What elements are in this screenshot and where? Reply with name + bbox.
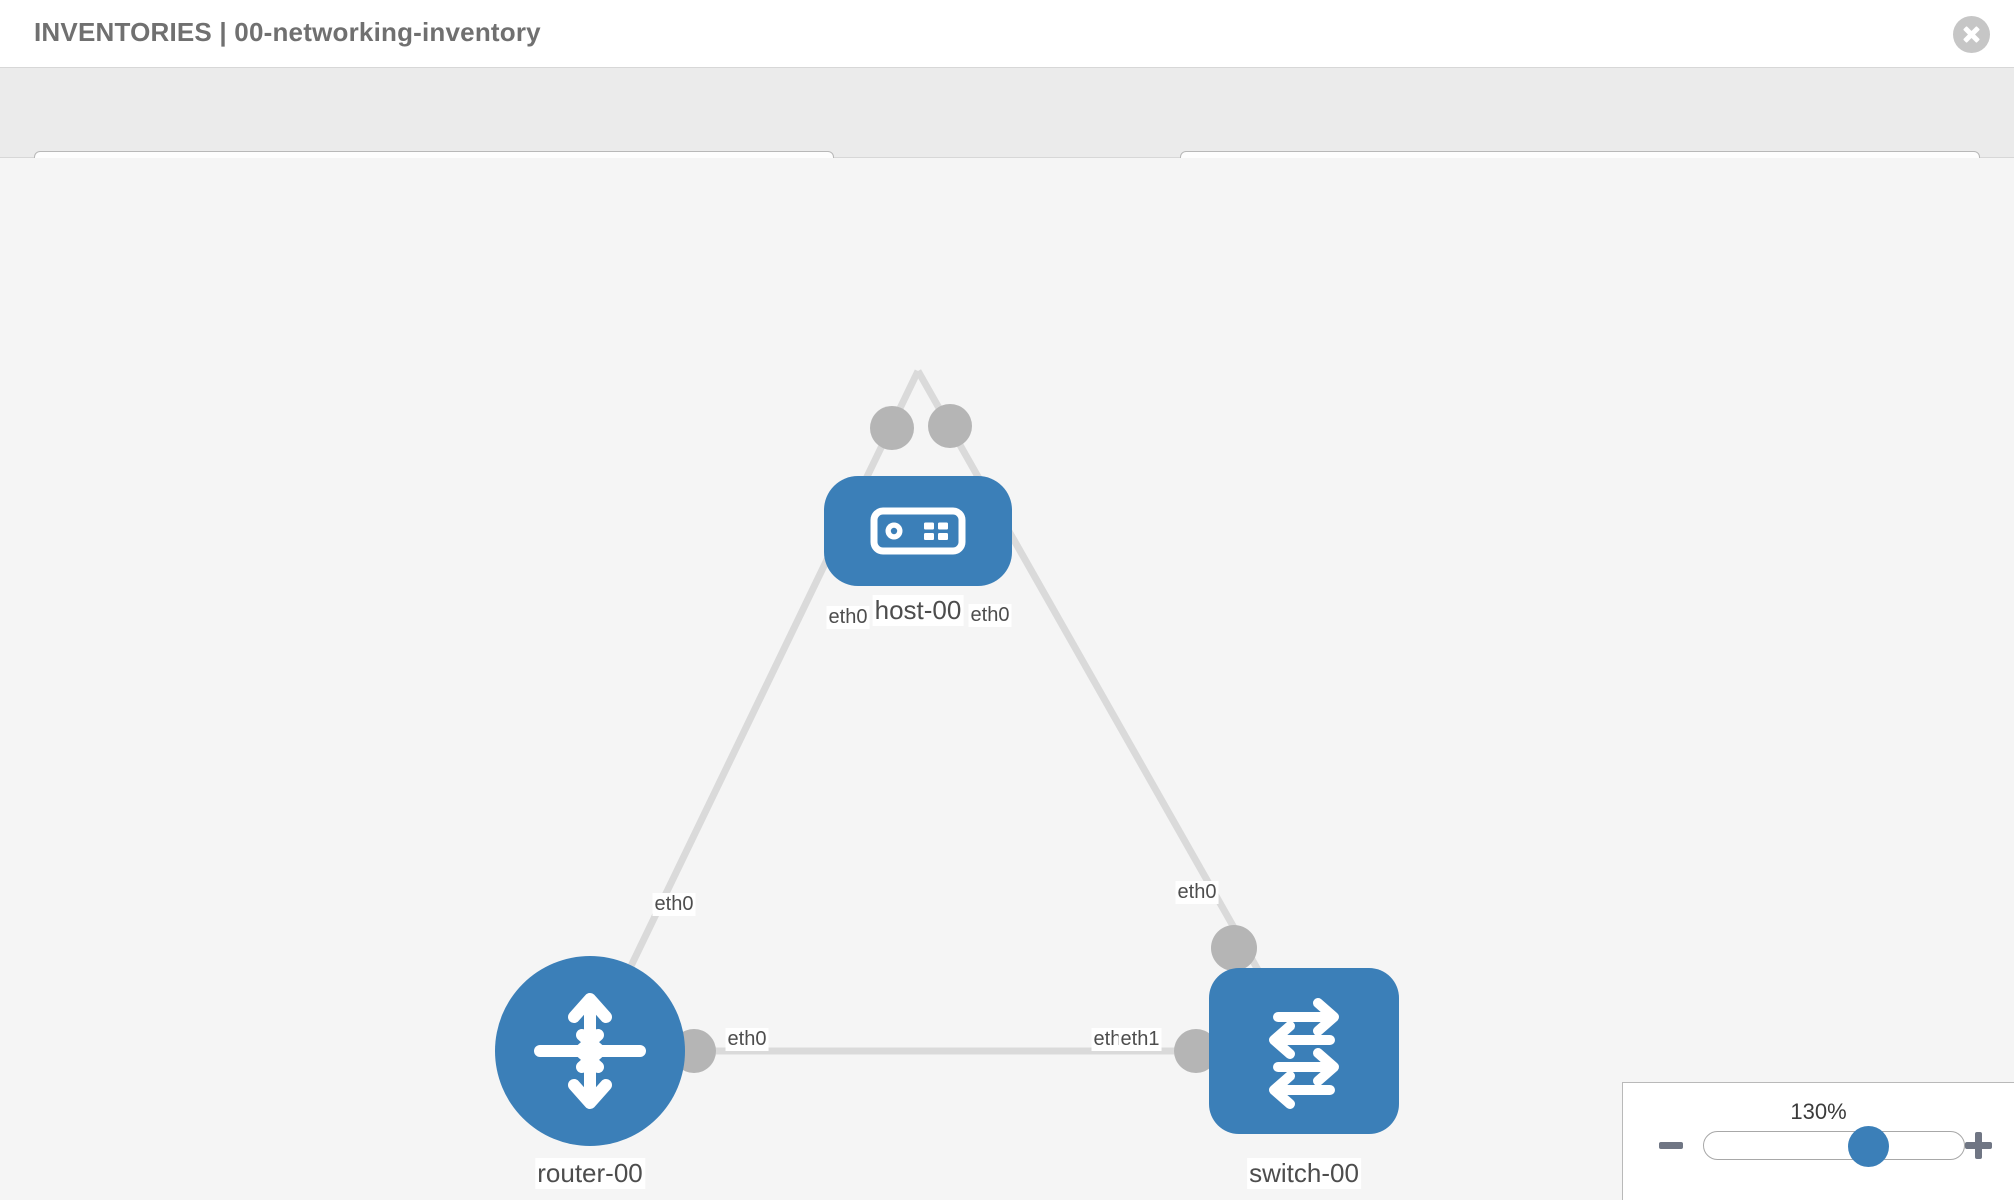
zoom-out-button[interactable]	[1659, 1142, 1683, 1149]
zoom-in-button[interactable]	[1965, 1132, 1992, 1159]
edge-label-router-eth0-uplink: eth0	[652, 893, 696, 916]
zoom-slider-thumb[interactable]	[1847, 1126, 1889, 1167]
node-label-router-00: router-00	[535, 1158, 645, 1189]
endpoint-switch-eth0	[1211, 925, 1257, 971]
node-router-00	[495, 956, 685, 1146]
edge-label-switch-eth0-uplink: eth0	[1175, 881, 1219, 904]
zoom-slider-track[interactable]	[1703, 1126, 1965, 1167]
endpoint-switch-eth1	[1174, 1029, 1218, 1073]
node-switch-00-shape	[1209, 968, 1399, 1134]
node-switch-00	[1209, 968, 1399, 1134]
edge-label-host-eth0-left: eth0	[826, 606, 870, 629]
edge-label-host-eth0-right: eth0	[968, 604, 1012, 627]
page-title: INVENTORIES | 00-networking-inventory	[34, 17, 541, 47]
topology-canvas[interactable]: eth0 eth0 eth0 eth0 eth0 eth0 eth1 host-…	[0, 158, 2014, 1200]
topology-endpoints	[672, 404, 1257, 1073]
close-icon[interactable]	[1953, 16, 1990, 53]
node-label-host-00: host-00	[872, 595, 964, 626]
edge-host-router	[586, 369, 922, 1053]
endpoint-host-eth0-left	[870, 406, 914, 450]
toolbar: ACTIONS SEARCH	[0, 68, 2014, 208]
node-label-switch-00: switch-00	[1247, 1158, 1361, 1189]
topology-edges	[586, 369, 1308, 1055]
endpoint-host-eth0-right	[928, 404, 972, 448]
edge-label-switch-eth1: eth1	[1118, 1028, 1162, 1051]
edge-label-router-eth0: eth0	[725, 1028, 769, 1051]
node-host-00-shape	[824, 476, 1012, 586]
node-host-00	[824, 476, 1012, 586]
window-header: INVENTORIES | 00-networking-inventory	[0, 0, 2014, 68]
zoom-control-panel: 130%	[1622, 1082, 2014, 1200]
zoom-level-value: 130%	[1790, 1099, 1847, 1124]
topology-graph	[495, 369, 1399, 1146]
